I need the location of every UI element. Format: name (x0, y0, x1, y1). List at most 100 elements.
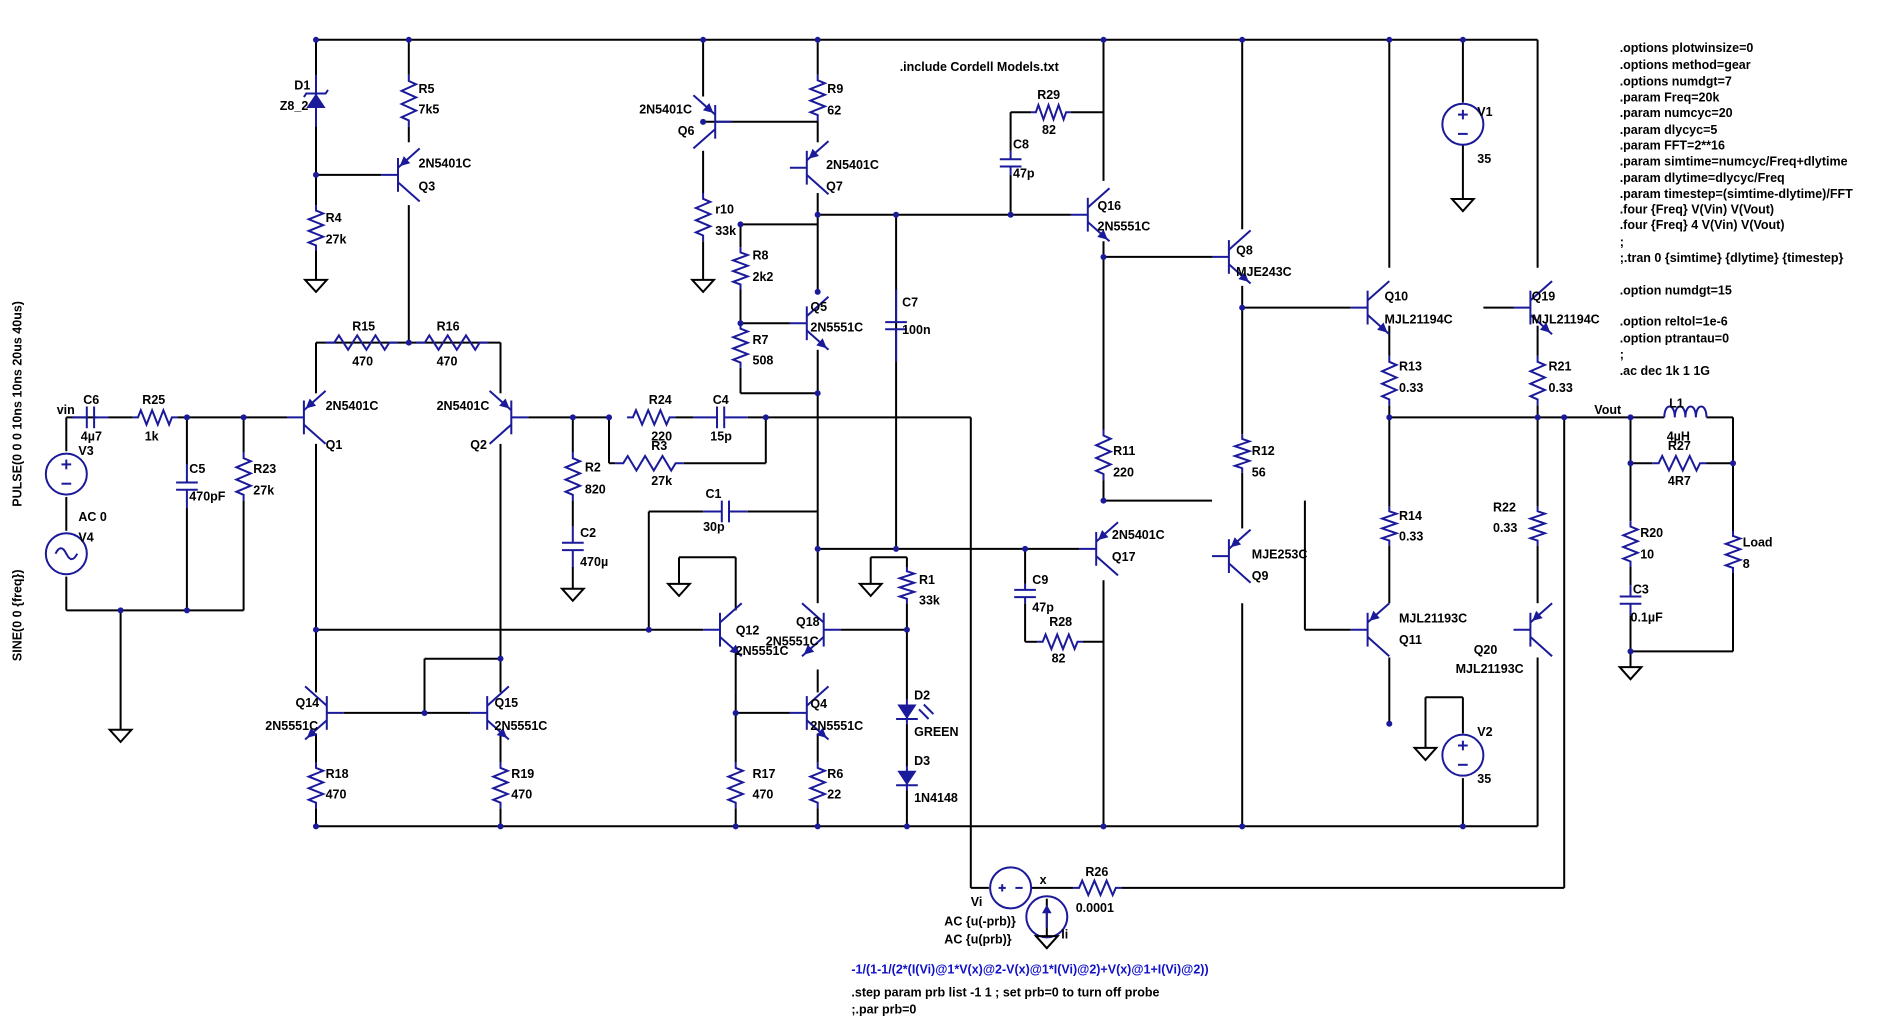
diode-model-D2: GREEN (914, 725, 958, 739)
resistor-R28[interactable] (1037, 631, 1083, 652)
resistor-Load[interactable] (1722, 530, 1744, 573)
transistor-Q19[interactable] (1513, 280, 1553, 335)
resistor-R4[interactable] (305, 205, 326, 251)
resistor-R13[interactable] (1379, 355, 1400, 406)
resistor-R16[interactable] (416, 333, 489, 352)
ground-icon (1412, 746, 1439, 762)
capacitor-label-C7: C7 (902, 295, 918, 309)
resistor-R24[interactable] (627, 407, 676, 428)
resistor-R5[interactable] (399, 74, 419, 127)
source-Ii[interactable] (1025, 895, 1069, 939)
capacitor-C3[interactable] (1619, 585, 1642, 616)
resistor-R12[interactable] (1231, 434, 1253, 473)
source-V2[interactable] (1441, 733, 1485, 777)
source-V3[interactable] (44, 452, 88, 496)
transistor-Q15[interactable] (470, 685, 510, 741)
capacitor-C4[interactable] (693, 406, 748, 429)
capacitor-label-C8: C8 (1013, 137, 1029, 151)
resistor-R25[interactable] (132, 407, 178, 428)
transistor-Q16[interactable] (1070, 187, 1111, 243)
diode-D1[interactable] (303, 74, 329, 127)
transistor-Q20[interactable] (1513, 602, 1553, 657)
transistor-model-Q19: MJL21194C (1532, 312, 1600, 326)
resistor-label-R29: R29 (1037, 88, 1060, 102)
resistor-R7[interactable] (730, 323, 751, 368)
resistor-R6[interactable] (807, 762, 828, 809)
resistor-r10[interactable] (693, 193, 713, 242)
junction-dot (645, 626, 652, 633)
source-V1[interactable] (1441, 102, 1485, 146)
transistor-Q8[interactable] (1212, 229, 1252, 285)
resistor-value-R1: 33k (919, 593, 940, 607)
resistor-value-R18: 470 (326, 788, 347, 802)
diode-D3[interactable] (896, 766, 918, 791)
resistor-R14[interactable] (1378, 506, 1400, 546)
resistor-R29[interactable] (1031, 101, 1071, 123)
spice-directive-11: .four {Freq} 4 V(Vin) V(Vout) (1620, 218, 1785, 232)
resistor-label-R25: R25 (142, 393, 165, 407)
diode-label-D3: D3 (914, 754, 930, 768)
resistor-R11[interactable] (1093, 429, 1114, 481)
resistor-R2[interactable] (563, 452, 583, 501)
junction-dot (421, 709, 428, 716)
transistor-Q2[interactable] (488, 390, 529, 445)
diode-D2[interactable] (896, 699, 935, 724)
capacitor-C5[interactable] (176, 464, 198, 508)
resistor-R3[interactable] (615, 454, 684, 473)
diode-label-D1: D1 (294, 78, 310, 92)
capacitor-label-C9: C9 (1032, 573, 1048, 587)
transistor-Q9[interactable] (1212, 528, 1252, 584)
transistor-Q14[interactable] (304, 685, 344, 741)
junction-dot (1100, 823, 1107, 830)
resistor-label-R27: R27 (1668, 439, 1691, 453)
transistor-Q7[interactable] (789, 140, 830, 195)
resistor-R1[interactable] (896, 567, 918, 604)
resistor-R23[interactable] (233, 452, 254, 501)
transistor-model-Q18: 2N5551C (766, 634, 819, 648)
resistor-R20[interactable] (1620, 521, 1641, 567)
resistor-R8[interactable] (730, 247, 751, 290)
resistor-R18[interactable] (305, 762, 326, 809)
junction-dot (1239, 36, 1246, 43)
spice-directive-16: .option ptrantau=0 (1620, 332, 1729, 346)
capacitor-label-C2: C2 (580, 526, 596, 540)
transistor-Q12[interactable] (703, 602, 743, 657)
capacitor-C2[interactable] (562, 526, 584, 567)
ground-icon (302, 278, 330, 294)
junction-dot (1627, 414, 1634, 421)
transistor-Q11[interactable] (1350, 602, 1390, 657)
capacitor-C7[interactable] (885, 289, 907, 362)
capacitor-C6[interactable] (72, 406, 109, 429)
transistor-Q3[interactable] (381, 147, 421, 203)
inductor-L1[interactable] (1663, 405, 1708, 418)
resistor-R21[interactable] (1527, 355, 1548, 406)
resistor-R22[interactable] (1527, 506, 1549, 546)
transistor-Q10[interactable] (1350, 280, 1390, 335)
capacitor-C8[interactable] (999, 150, 1022, 175)
source-Vi[interactable] (989, 866, 1033, 910)
resistor-R26[interactable] (1073, 878, 1122, 898)
transistor-model-Q12: 2N5551C (736, 644, 789, 658)
source-label-V4: V4 (78, 531, 93, 545)
transistor-Q5[interactable] (789, 296, 830, 351)
resistor-R9[interactable] (807, 74, 828, 121)
transistor-Q4[interactable] (789, 685, 830, 741)
resistor-label-R18: R18 (326, 767, 349, 781)
capacitor-C1[interactable] (703, 500, 748, 523)
ground-icon (665, 582, 693, 598)
junction-dot (737, 320, 744, 327)
resistor-R17[interactable] (725, 762, 746, 809)
resistor-R19[interactable] (490, 762, 511, 809)
transistor-Q17[interactable] (1079, 521, 1119, 577)
source-V4[interactable] (44, 532, 88, 576)
transistor-Q6[interactable] (692, 94, 732, 150)
capacitor-C9[interactable] (1014, 583, 1036, 604)
transistor-Q1[interactable] (287, 390, 327, 445)
resistor-R27[interactable] (1652, 453, 1707, 473)
spice-directive-8: .param dlytime=dlycyc/Freq (1620, 171, 1785, 185)
labels: Q12N5401CQ22N5401CQ32N5401CQ42N5551CQ52N… (11, 41, 1853, 1016)
transistor-Q18[interactable] (801, 602, 841, 657)
resistor-R15[interactable] (325, 333, 398, 352)
junction-dot (1459, 823, 1466, 830)
